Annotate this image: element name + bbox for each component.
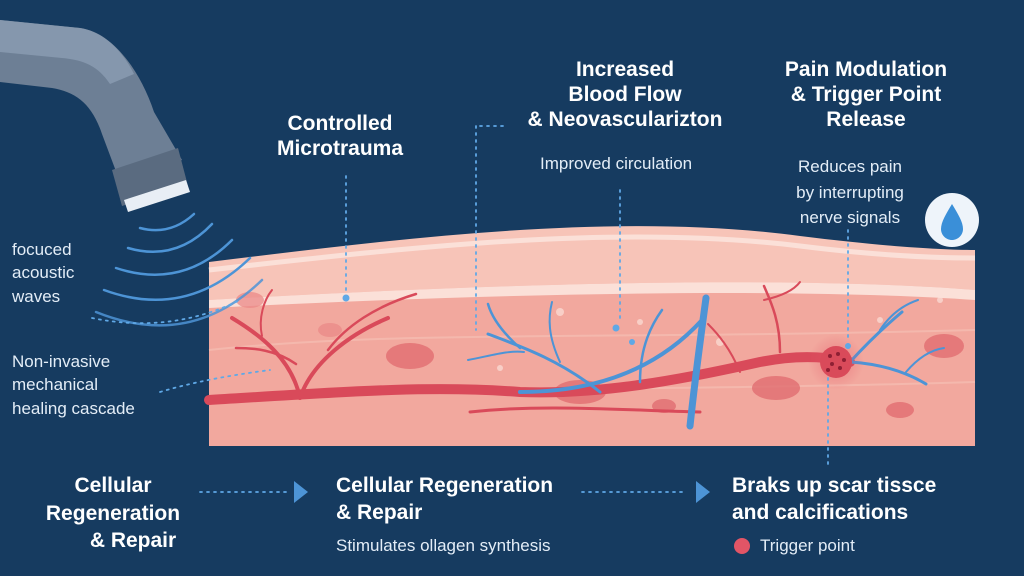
shockwave-applicator-icon: [0, 20, 190, 212]
controlled-microtrauma-label: Controlled Microtrauma: [268, 112, 412, 162]
label-line: healing cascade: [12, 398, 135, 418]
label-line: mechanical: [12, 375, 98, 395]
label-line: Reduces pain: [798, 157, 902, 176]
label-line: Non-invasive: [12, 352, 111, 371]
label-line: Blood Flow: [568, 82, 682, 106]
label-line: Increased: [575, 58, 675, 81]
label-line: Stimulates ollagen synthesis: [336, 536, 551, 555]
label-line: & Neovascularizton: [527, 107, 723, 131]
label-line: nerve signals: [799, 208, 901, 227]
label-line: & Repair: [89, 529, 177, 553]
label-line: acoustic: [12, 263, 75, 283]
red-blood-vessels: [204, 281, 855, 414]
label-line: Pain Modulation: [784, 58, 948, 81]
collagen-synthesis-text: Stimulates ollagen synthesis: [336, 536, 551, 556]
step-scar-tissue: Braks up scar tissce and calcifications: [732, 472, 936, 527]
trigger-point-legend-dot: [734, 538, 750, 554]
improved-circulation-text: Improved circulation: [540, 154, 692, 174]
label-line: Microtrauma: [276, 136, 404, 160]
label-line: Improved circulation: [540, 154, 693, 173]
label-line: Trigger point: [760, 536, 855, 555]
label-line: Regeneration: [45, 501, 181, 525]
leader-dots: [342, 294, 851, 349]
label-line: Controlled: [287, 112, 393, 135]
label-line: and calcifications: [732, 501, 909, 525]
trigger-point-legend-label: Trigger point: [760, 536, 855, 556]
leader-lines: [91, 125, 849, 493]
pain-modulation-label: Pain Modulation & Trigger Point Release: [766, 58, 966, 132]
label-line: & Repair: [336, 501, 423, 525]
label-line: Cellular Regeneration: [336, 474, 554, 497]
label-line: waves: [12, 286, 61, 306]
blood-flow-label: Increased Blood Flow & Neovascularizton: [500, 58, 750, 132]
label-line: by interrupting: [796, 182, 904, 202]
label-line: Release: [826, 107, 906, 131]
reduces-pain-text: Reduces pain by interrupting nerve signa…: [770, 154, 930, 231]
label-line: Cellular: [74, 474, 152, 497]
label-line: Braks up scar tissce: [732, 474, 937, 497]
label-line: & Trigger Point: [790, 82, 942, 106]
step-cellular-regeneration-1: Cellular Regeneration & Repair: [28, 472, 198, 555]
chevron-right-icon: [294, 481, 710, 503]
trigger-point: [808, 334, 864, 390]
step-cellular-regeneration-2: Cellular Regeneration & Repair: [336, 472, 553, 527]
non-invasive-label: Non-invasive mechanical healing cascade: [12, 350, 135, 420]
tissue-cross-section: [208, 226, 976, 446]
label-line: focuced: [12, 240, 72, 259]
water-droplet-icon: [925, 193, 979, 247]
focused-waves-label: focuced acoustic waves: [12, 238, 74, 308]
acoustic-waves-icon: [94, 212, 264, 327]
